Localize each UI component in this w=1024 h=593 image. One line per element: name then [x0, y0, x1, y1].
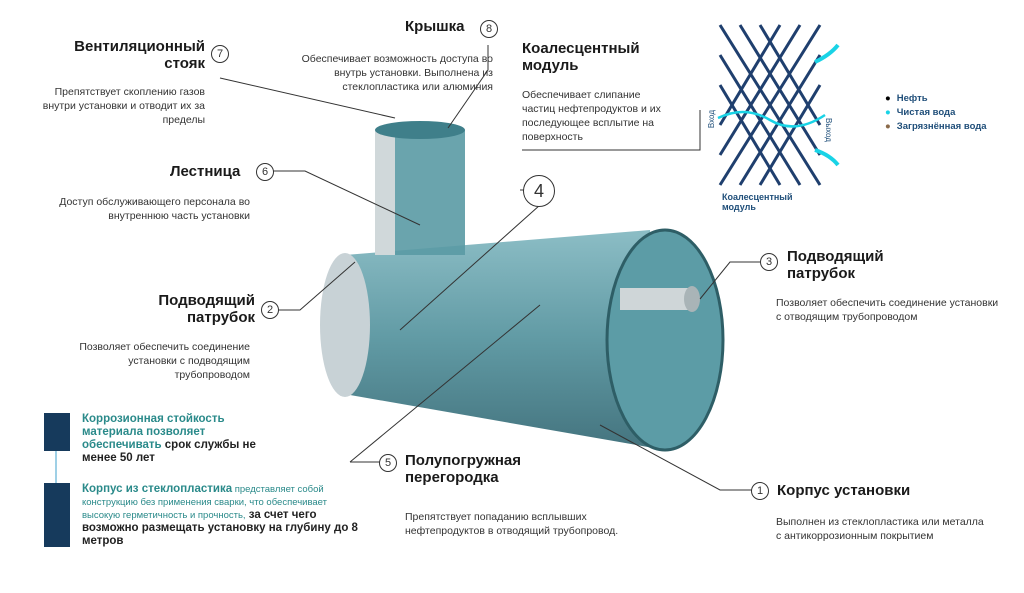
vent-desc: Препятствует скоплению газов внутри уста… — [42, 86, 205, 126]
clean-water-drop-icon: ● — [885, 107, 891, 118]
oil-drop-icon: ● — [885, 93, 891, 104]
baffle-title: Полупогружная перегородка — [405, 452, 521, 486]
coalescent-module-graphic — [718, 24, 822, 186]
body-desc: Выполнен из стеклопластика или металла с… — [776, 516, 984, 542]
module-outlet-label: Выход — [824, 118, 833, 142]
vent-title: Вентиляционный стояк — [74, 38, 205, 72]
note-marker-1 — [44, 413, 70, 451]
lid-title: Крышка — [405, 18, 465, 35]
tank-right-cap — [605, 228, 725, 452]
dirty-water-drop-icon: ● — [885, 121, 891, 132]
legend-oil: ●Нефть — [885, 93, 928, 104]
legend-dirty-water: ●Загрязнённая вода — [885, 121, 987, 132]
coalescent-number: 4 — [523, 175, 555, 207]
note-connector — [55, 451, 57, 483]
inlet-title: Подводящий патрубок — [158, 292, 255, 326]
body-title: Корпус установки — [777, 482, 911, 499]
ladder-desc: Доступ обслуживающего персонала во внутр… — [59, 196, 250, 222]
outlet-title: Подводящий патрубок — [787, 248, 884, 282]
outlet-desc: Позволяет обеспечить соединение установк… — [776, 297, 999, 323]
coalescent-title: Коалесцентный модуль — [522, 40, 640, 74]
inlet-number: 2 — [261, 301, 279, 319]
ladder-title: Лестница — [170, 163, 241, 180]
lid-desc: Обеспечивает возможность доступа во внут… — [301, 53, 493, 93]
module-label: Коалесцентный модуль — [722, 192, 793, 212]
coalescent-desc: Обеспечивает слипание частиц нефтепродук… — [522, 89, 661, 143]
ladder-number: 6 — [256, 163, 274, 181]
body-number: 1 — [751, 482, 769, 500]
module-inlet-label: Вход — [707, 110, 716, 129]
note-durability: Коррозионная стойкость материала позволя… — [82, 413, 256, 464]
outlet-pipe — [620, 288, 692, 310]
tank-body — [345, 230, 665, 450]
baffle-number: 5 — [379, 454, 397, 472]
inlet-desc: Позволяет обеспечить соединение установк… — [79, 341, 250, 381]
note-fiberglass: Корпус из стеклопластика представляет со… — [82, 483, 358, 547]
lid-number: 8 — [480, 20, 498, 38]
note-marker-2 — [44, 483, 70, 547]
outlet-number: 3 — [760, 253, 778, 271]
vent-number: 7 — [211, 45, 229, 63]
baffle-desc: Препятствует попаданию всплывших нефтепр… — [405, 511, 619, 537]
leader-lines — [219, 45, 760, 491]
tank-left-cap — [320, 253, 370, 397]
legend-clean-water: ●Чистая вода — [885, 107, 956, 118]
